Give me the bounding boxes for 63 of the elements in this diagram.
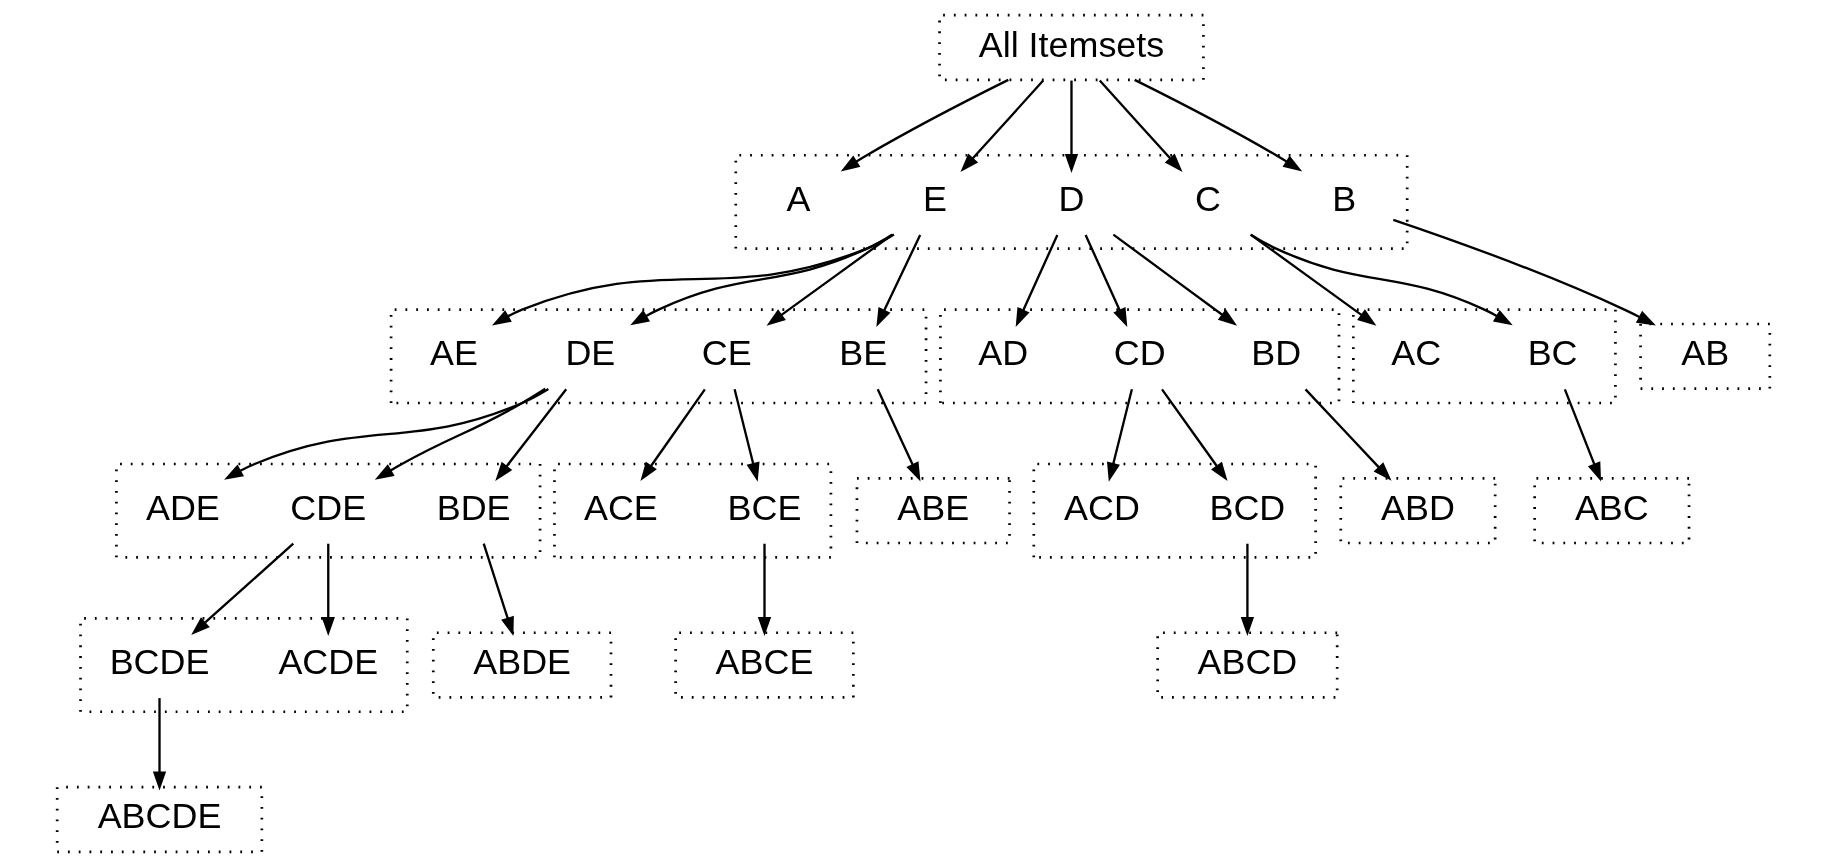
arrow: [840, 78, 1009, 172]
arrow: [1015, 234, 1059, 327]
arrow: [1106, 389, 1133, 482]
arrow: [766, 233, 894, 326]
node-box: ABCD: [1156, 631, 1339, 699]
node-text: E: [923, 178, 948, 219]
node-text: BD: [1251, 333, 1302, 374]
arrow: [191, 542, 295, 635]
node-text: A: [786, 178, 811, 219]
node-box: AB: [1639, 322, 1772, 390]
node-text: ACDE: [278, 642, 379, 683]
arrow: [1250, 233, 1513, 326]
arrow: [1249, 233, 1377, 326]
arrow: [640, 388, 706, 482]
node-text: CD: [1113, 333, 1166, 374]
arrow: [630, 233, 893, 326]
node-text: BC: [1527, 333, 1578, 374]
arrow: [495, 388, 568, 481]
arrow: [482, 543, 514, 636]
node-box: ABC: [1533, 477, 1691, 545]
node-text: ADE: [145, 487, 220, 528]
node-text: DE: [565, 333, 616, 374]
arrow: [224, 388, 549, 480]
node-box: ABD: [1339, 477, 1497, 545]
node-text: AE: [429, 333, 478, 374]
node-text: BCDE: [109, 642, 210, 683]
node-text: B: [1332, 178, 1357, 219]
arrow: [374, 387, 546, 480]
node-text: D: [1058, 178, 1085, 219]
node-text: BE: [839, 333, 888, 374]
node-text: AD: [978, 333, 1029, 374]
node-text: BDE: [436, 487, 511, 528]
node-text: ACE: [583, 487, 658, 528]
arrow: [1112, 233, 1238, 326]
arrow: [876, 234, 922, 327]
arrow: [321, 543, 335, 637]
arrow: [876, 388, 921, 482]
arrow: [1563, 388, 1602, 482]
node-text: AC: [1391, 333, 1442, 374]
arrow: [1392, 218, 1656, 326]
arrow: [1064, 80, 1079, 173]
arrow: [1084, 234, 1128, 328]
node-box: All Itemsets: [938, 13, 1205, 82]
arrow: [152, 698, 167, 791]
node-text: BCE: [727, 487, 802, 528]
arrow: [1161, 388, 1228, 482]
node-box: ABE: [855, 477, 1011, 545]
node-text: CE: [701, 333, 752, 374]
node-box: ABDE: [431, 631, 613, 699]
node-text: BCD: [1209, 487, 1286, 528]
node-text: CDE: [290, 487, 367, 528]
arrow: [757, 543, 772, 637]
arrow: [1304, 388, 1392, 481]
arrow: [733, 389, 760, 482]
node-box: ABCE: [674, 631, 855, 699]
arrow: [960, 79, 1045, 173]
node-box: ABCDE: [55, 785, 264, 854]
node-text: C: [1194, 178, 1221, 219]
arrow: [492, 233, 895, 326]
arrow: [1098, 79, 1183, 173]
arrow: [1240, 543, 1255, 637]
arrow: [1134, 78, 1303, 172]
node-text: ACD: [1064, 487, 1140, 528]
